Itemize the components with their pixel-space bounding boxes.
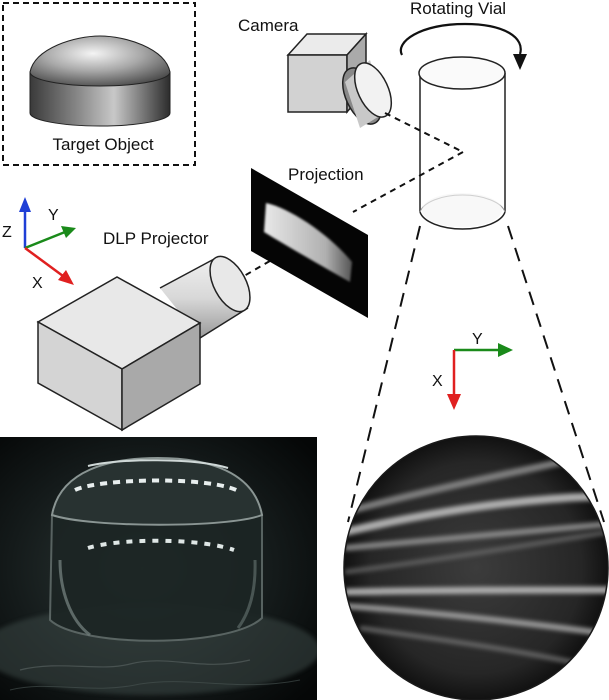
axes-triad-right: Y X <box>432 331 513 410</box>
vial-cylinder <box>418 56 506 230</box>
zoom-lines <box>347 225 605 523</box>
camera-label: Camera <box>238 16 299 35</box>
axis-y-label-right: Y <box>472 331 483 348</box>
axis-x-label: X <box>32 275 43 292</box>
rotating-vial-label: Rotating Vial <box>410 0 506 18</box>
projection-image <box>251 168 368 318</box>
projection-beam-upper <box>352 151 464 213</box>
target-object-label: Target Object <box>52 135 153 154</box>
rotation-arrow-icon <box>399 22 527 70</box>
light-streaks <box>344 448 608 671</box>
target-object-inset: Target Object <box>2 2 196 166</box>
camera-icon <box>286 32 393 128</box>
inset-dashed-border <box>2 2 196 166</box>
camera-beam <box>384 112 464 153</box>
dlp-projector-label: DLP Projector <box>103 229 209 248</box>
axis-y-label: Y <box>48 207 59 224</box>
axes-triad-left: Z Y X <box>2 197 76 292</box>
dlp-projector-icon <box>36 255 251 432</box>
target-object-icon <box>29 35 171 127</box>
axis-x-label-right: X <box>432 373 443 390</box>
printed-object-photo <box>0 437 317 700</box>
camera-view-circle <box>343 435 609 700</box>
projection-label: Projection <box>288 165 364 184</box>
axis-z-label: Z <box>2 224 12 241</box>
